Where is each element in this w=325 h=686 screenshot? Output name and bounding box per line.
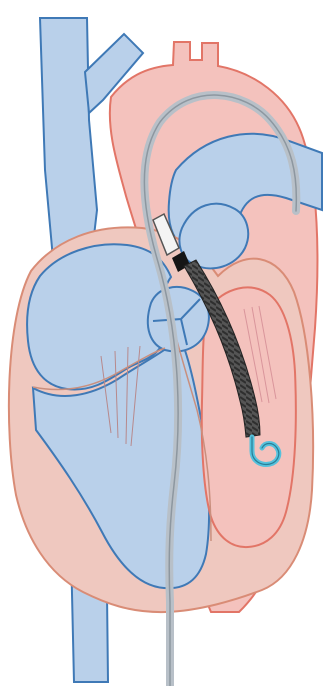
heart-catheter-diagram [0, 0, 325, 686]
